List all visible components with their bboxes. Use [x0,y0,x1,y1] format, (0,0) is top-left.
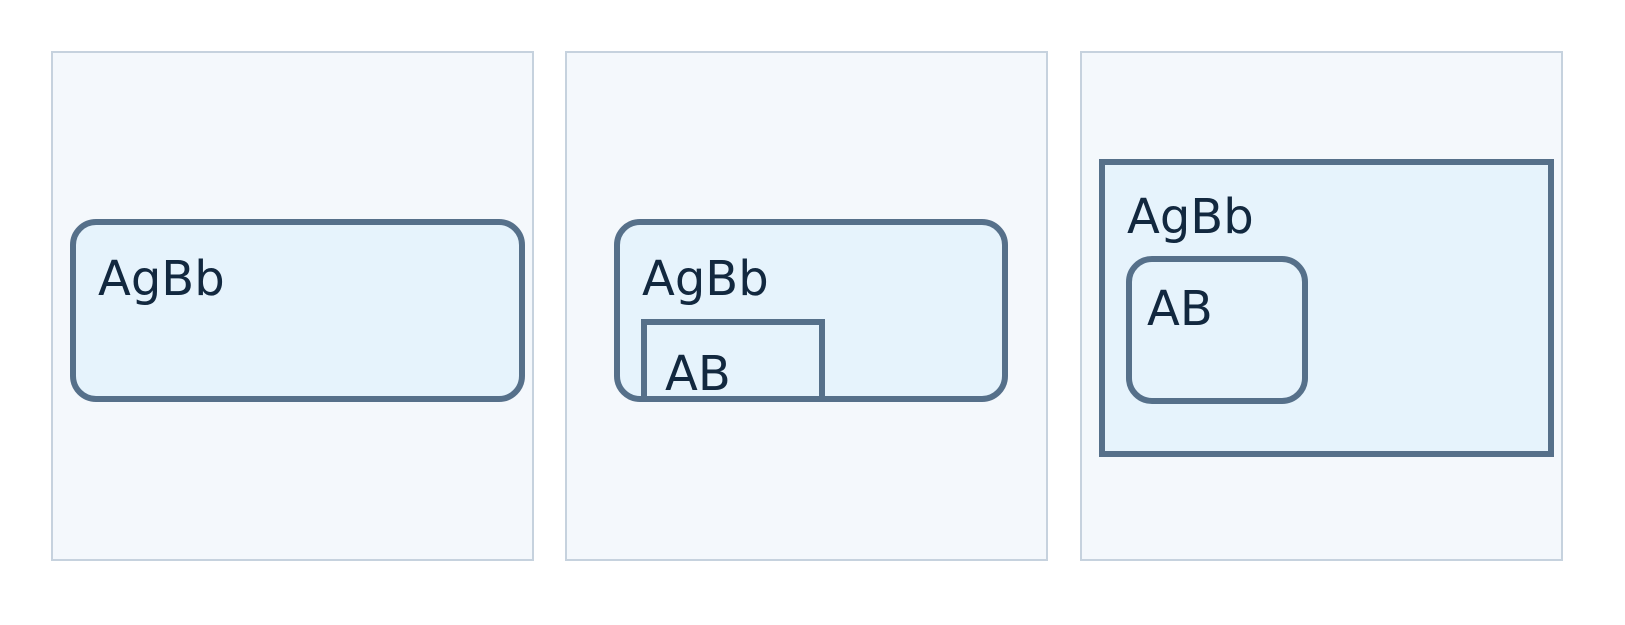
outer-square-box: AgBb AB [1099,159,1554,457]
inner-square-box: AB [641,319,825,402]
inner-box-label: AB [665,346,731,402]
outer-rounded-box: AgBb AB [614,219,1008,402]
outer-box-label: AgBb [642,251,769,307]
inner-rounded-box: AB [1126,256,1308,404]
inner-box-label: AB [1147,281,1213,337]
outer-rounded-box: AgBb [70,219,525,402]
panel-1: AgBb [51,51,534,561]
outer-box-label: AgBb [1127,189,1254,245]
panel-2: AgBb AB [565,51,1048,561]
outer-box-label: AgBb [98,251,225,307]
panel-3: AgBb AB [1080,51,1563,561]
